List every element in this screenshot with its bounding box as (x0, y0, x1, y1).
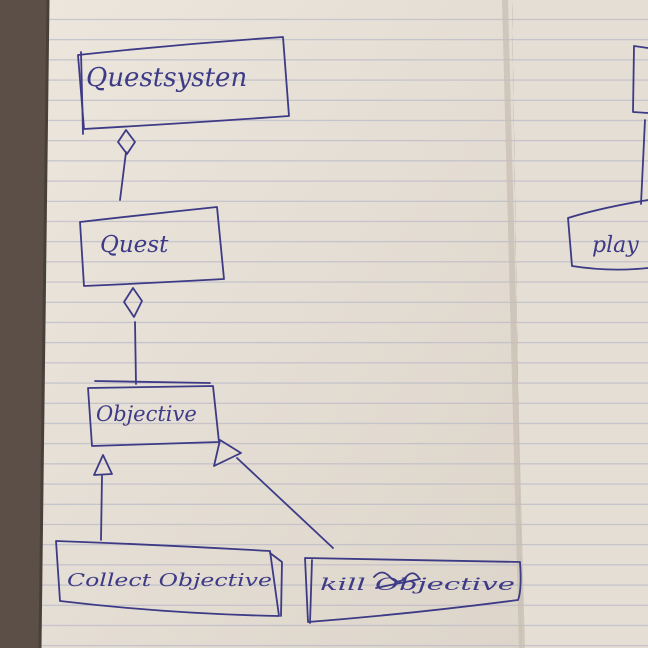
node-player-box-partial (567, 199, 648, 271)
node-collect-accent (269, 552, 283, 617)
node-questsystem-accent (80, 51, 84, 135)
node-kill-accent (309, 559, 313, 624)
label-collect-objective: Collect Objective (67, 570, 272, 591)
notebook (38, 0, 648, 648)
edge-quest-questsystem-diamond (117, 129, 136, 155)
diagram-labels: Questsysten Quest Objective Collect Obje… (67, 63, 639, 595)
diagram-ink (55, 36, 648, 624)
node-objective-accent (94, 380, 211, 384)
edge-right-page-line (640, 119, 646, 205)
label-kill-objective: kill Objective (320, 575, 515, 595)
label-player-partial: play (592, 233, 639, 258)
label-objective: Objective (96, 402, 197, 426)
node-kill-box (304, 557, 522, 623)
edge-quest-questsystem-line (119, 151, 127, 201)
page-ruling (40, 0, 648, 648)
edge-collect-objective-line (100, 475, 103, 541)
label-questsystem: Questsysten (86, 63, 247, 93)
edge-kill-objective-arrowhead (213, 439, 242, 467)
edge-objective-quest-diamond (123, 287, 143, 318)
node-collect-box (55, 540, 280, 617)
label-quest: Quest (100, 232, 169, 258)
node-quest-box (79, 206, 225, 287)
node-right-top-box-partial (632, 45, 648, 114)
strikeout-scribble (373, 571, 421, 589)
node-questsystem-box (77, 36, 290, 130)
page-edge (38, 0, 50, 648)
edge-kill-objective-line (236, 457, 334, 549)
edge-collect-objective-arrowhead (93, 454, 113, 476)
edge-objective-quest-line (134, 321, 137, 385)
binding-gutter (502, 0, 525, 648)
